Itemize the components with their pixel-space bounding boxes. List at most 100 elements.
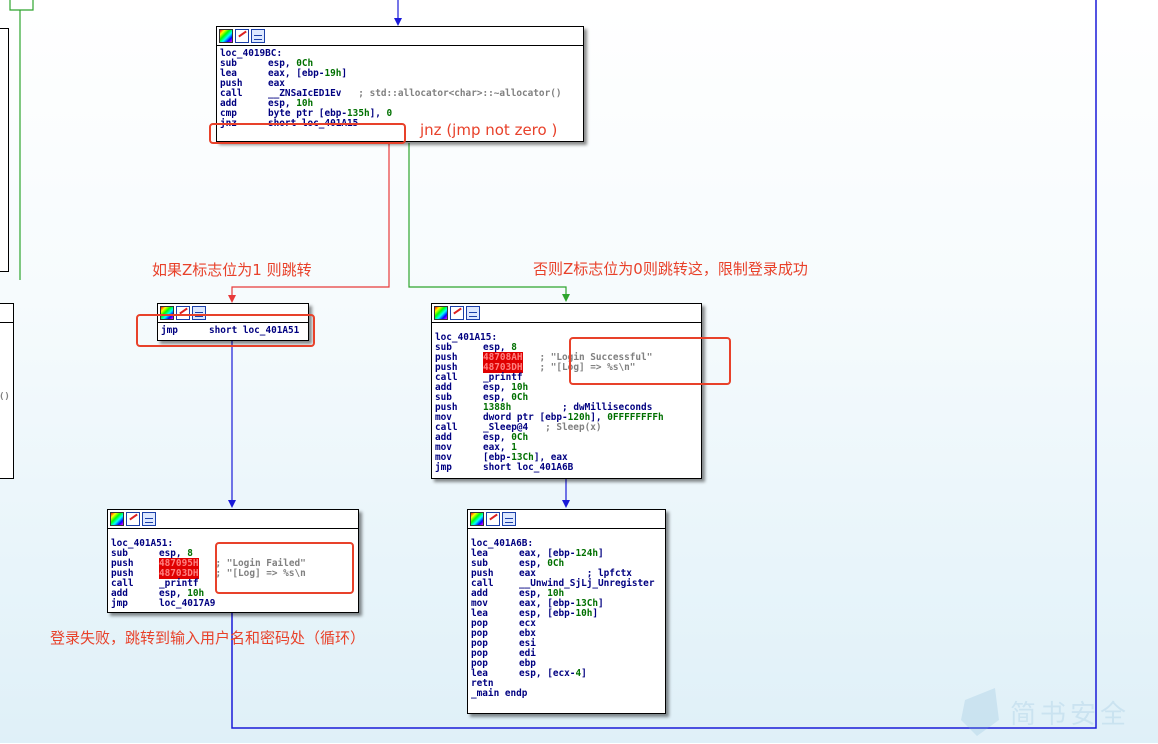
asm-line[interactable]: retn [471,679,662,689]
rename-icon[interactable] [235,29,249,43]
color-icon[interactable] [470,512,484,526]
color-icon[interactable] [219,29,233,43]
graph-icon[interactable] [502,512,516,526]
color-icon[interactable] [110,512,124,526]
color-icon[interactable] [434,306,448,320]
edge-red-to-jmp [231,143,390,298]
asm-comment: ; dwMilliseconds [511,402,653,413]
asm-line[interactable]: _main endp [471,689,662,699]
edge-green-to-401A15 [408,143,567,296]
asm-operand: _printf [483,372,523,383]
asm-operand: esp, [483,392,512,403]
graph-icon[interactable] [251,29,265,43]
graph-icon[interactable] [466,306,480,320]
asm-number: 135h [347,108,370,119]
asm-operand: esp, [519,558,548,569]
asm-operand: esp, [268,58,297,69]
arrow-red-to-jmp [228,295,236,303]
asm-label: loc_401A15: [435,332,498,343]
asm-line[interactable]: loc_401A15: [435,333,698,343]
highlight-success-strings-box [569,337,731,385]
asm-mnemonic: push [220,78,243,89]
asm-mnemonic: call [111,578,134,589]
asm-operand: esi [519,638,536,649]
asm-line[interactable]: call__ZNSaIcED1Ev ; std::allocator<char>… [220,89,580,99]
asm-line[interactable]: loc_401A51: [111,539,355,549]
rename-icon[interactable] [126,512,140,526]
asm-line[interactable]: loc_401A6B: [471,539,662,549]
asm-mnemonic: add [111,588,128,599]
asm-line[interactable]: call_Sleep@4 ; Sleep(x) [435,423,698,433]
highlight-jmp-box [136,314,315,347]
asm-operand: esp, [519,588,548,599]
asm-line[interactable]: mov[ebp-13Ch], eax [435,453,698,463]
rename-icon[interactable] [450,306,464,320]
asm-line[interactable]: call__Unwind_SjLj_Unregister [471,579,662,589]
asm-operand: ] [598,598,604,609]
asm-operand: eax, [ebp- [519,548,576,559]
graph-icon[interactable] [142,512,156,526]
asm-mnemonic: call [471,578,494,589]
asm-comment: ; "[Log] => %s\n" [522,362,636,373]
asm-mnemonic: mov [471,598,488,609]
asm-label: _main endp [471,688,528,699]
asm-operand: __ZNSaIcED1Ev [268,88,342,99]
rename-icon[interactable] [176,306,190,320]
asm-line[interactable]: call_printf [111,579,355,589]
asm-mnemonic: cmp [220,108,237,119]
asm-mnemonic: push [435,362,458,373]
asm-line[interactable]: loc_4019BC: [220,49,580,59]
color-icon[interactable] [160,306,174,320]
graph-icon[interactable] [192,306,206,320]
rename-icon[interactable] [486,512,500,526]
asm-mnemonic: sub [220,58,237,69]
edge-offscreen-green [9,0,34,11]
asm-mnemonic: jmp [111,598,128,609]
asm-line[interactable]: call_printf [435,373,698,383]
asm-number: 13Ch [511,452,534,463]
asm-mnemonic: add [220,98,237,109]
asm-mnemonic: add [435,382,452,393]
node-toolbar [158,304,308,323]
